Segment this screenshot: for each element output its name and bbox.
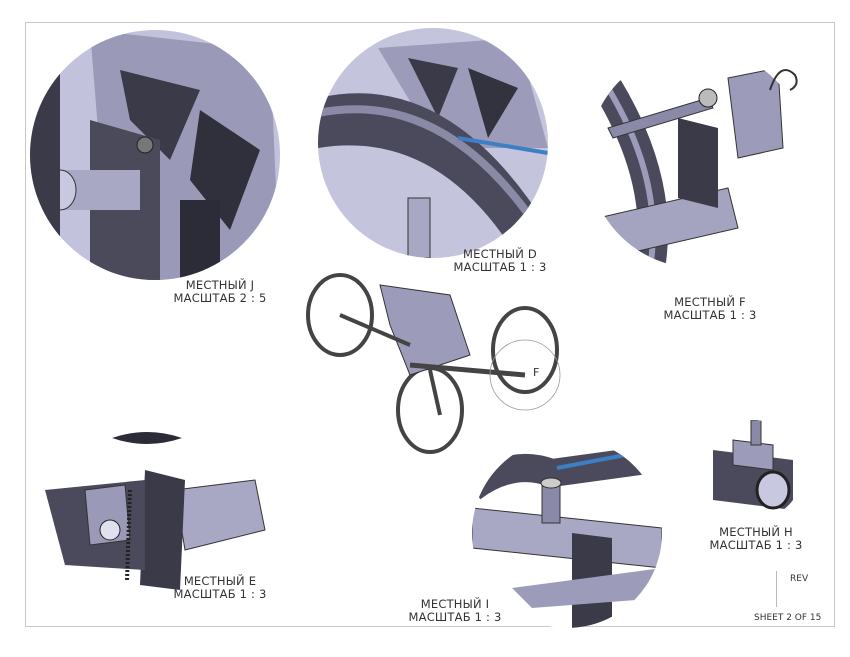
detail-e-label: МЕСТНЫЙ E МАСШТАБ 1 : 3 (150, 575, 290, 601)
detail-j-name: МЕСТНЫЙ J (185, 278, 255, 292)
detail-h-name: МЕСТНЫЙ H (719, 525, 793, 539)
detail-view-d (318, 28, 548, 258)
detail-view-j (30, 30, 280, 280)
detail-view-e (45, 470, 266, 590)
detail-e-scale: МАСШТАБ 1 : 3 (173, 587, 267, 601)
detail-i-label: МЕСТНЫЙ I МАСШТАБ 1 : 3 (385, 598, 525, 624)
detail-f-label: МЕСТНЫЙ F МАСШТАБ 1 : 3 (640, 296, 780, 322)
detail-f-scale: МАСШТАБ 1 : 3 (663, 308, 757, 322)
title-block-divider (776, 571, 777, 607)
detail-view-h (703, 420, 803, 520)
detail-view-e-section-lens (112, 432, 182, 444)
detail-view-i (472, 438, 662, 628)
main-view-callout-f: F (533, 366, 540, 379)
detail-f-clip-icon (769, 69, 798, 91)
detail-d-scale: МАСШТАБ 1 : 3 (453, 260, 547, 274)
detail-h-label: МЕСТНЫЙ H МАСШТАБ 1 : 3 (686, 526, 826, 552)
rev-label: REV (790, 574, 809, 584)
detail-i-scale: МАСШТАБ 1 : 3 (408, 610, 502, 624)
detail-d-label: МЕСТНЫЙ D МАСШТАБ 1 : 3 (430, 248, 570, 274)
detail-h-scale: МАСШТАБ 1 : 3 (709, 538, 803, 552)
detail-j-scale: МАСШТАБ 2 : 5 (173, 291, 267, 305)
main-isometric-view-trike (306, 273, 561, 454)
detail-i-name: МЕСТНЫЙ I (420, 597, 490, 611)
detail-d-name: МЕСТНЫЙ D (463, 247, 537, 261)
detail-f-name: МЕСТНЫЙ F (674, 295, 746, 309)
sheet-number: SHEET 2 OF 15 (754, 613, 822, 623)
detail-j-label: МЕСТНЫЙ J МАСШТАБ 2 : 5 (150, 279, 290, 305)
detail-e-name: МЕСТНЫЙ E (183, 574, 257, 588)
drawing-sheet-border (25, 22, 835, 627)
